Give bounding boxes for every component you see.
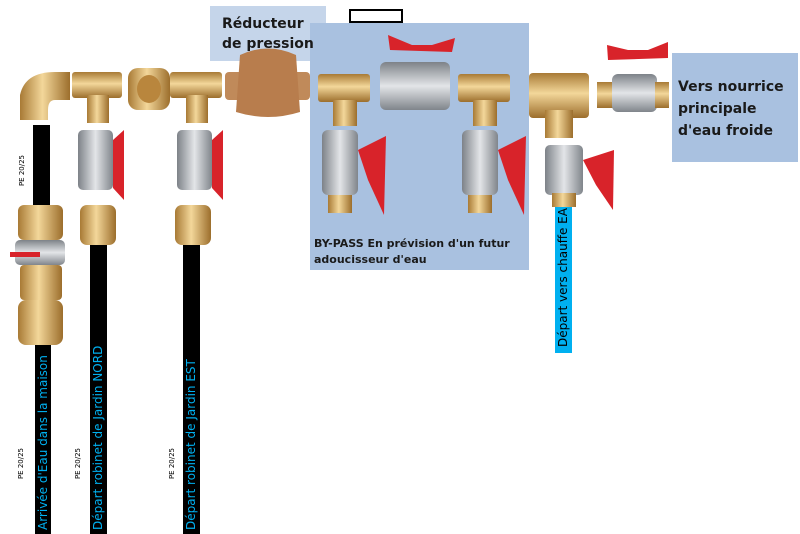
pipe-arrivee-upper xyxy=(33,125,50,210)
pipe-chauffe-eau xyxy=(555,205,572,353)
tee-fitting-chauffe-eau-icon xyxy=(529,73,614,210)
label-bypass: BY-PASS En prévision d'un futur adouciss… xyxy=(314,237,510,266)
tee-fitting-est-icon xyxy=(170,72,223,245)
nourrice-box xyxy=(672,53,798,162)
pipe-nord xyxy=(90,245,107,534)
arrival-ball-valve-icon xyxy=(10,205,65,345)
label-nourrice: Vers nourrice principale d'eau froide xyxy=(678,79,784,139)
tee-fitting-nord-icon xyxy=(72,72,124,245)
nut-fitting-icon xyxy=(128,68,170,110)
bypass-fittings-icon xyxy=(318,35,526,215)
pipe-arrivee xyxy=(35,345,51,534)
ball-valve-nourrice-icon xyxy=(597,42,669,112)
pipe-est xyxy=(183,245,200,534)
selection-handle[interactable] xyxy=(349,9,403,23)
label-reducteur: Réducteur de pression xyxy=(222,16,314,52)
pressure-reducer-icon xyxy=(225,48,310,117)
elbow-fitting-icon xyxy=(20,72,70,120)
